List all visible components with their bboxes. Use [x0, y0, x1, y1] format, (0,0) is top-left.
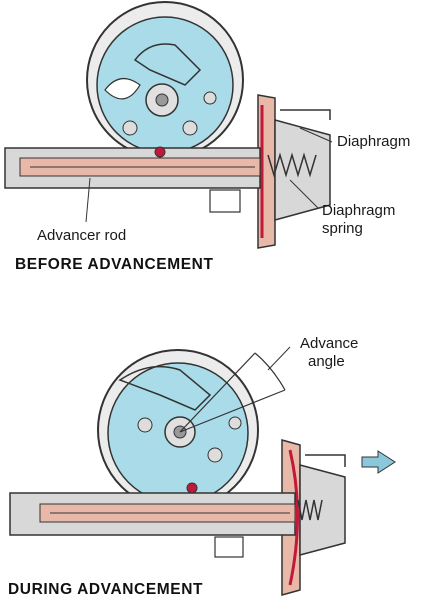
diaphragm-spring [297, 499, 323, 521]
contact-arm [118, 365, 212, 411]
cam-center [155, 93, 169, 107]
diaphragm [288, 449, 299, 586]
screw [182, 120, 198, 136]
advance-angle-leader [267, 346, 291, 371]
pull-direction-arrow-icon [361, 450, 396, 474]
advance-angle-line-a [179, 352, 256, 433]
before-advancement-caption: BEFORE ADVANCEMENT [15, 256, 214, 273]
advance-angle-line-b [179, 389, 286, 433]
advance-angle-label-line2: angle [308, 353, 345, 370]
vacuum-chamber [299, 464, 346, 556]
screw [203, 91, 217, 105]
distributor-during-diagram [9, 346, 396, 596]
during-advancement-caption: DURING ADVANCEMENT [8, 581, 204, 598]
plate-cutout [104, 78, 141, 100]
diaphragm-leader [299, 127, 333, 143]
vacuum-port [280, 109, 331, 120]
during-advancement-panel: Advance angle DURING ADVANCEMENT [0, 305, 435, 610]
advance-angle-arc [254, 352, 286, 391]
rod-pin [186, 482, 198, 494]
diaphragm-label: Diaphragm [337, 133, 411, 150]
vacuum-chamber [274, 119, 331, 221]
screw [207, 447, 223, 463]
diaphragm-spring [267, 152, 317, 178]
advance-angle-label-line1: Advance [300, 335, 359, 352]
contact-arm [133, 43, 202, 86]
diaphragm-spring-leader [289, 179, 319, 209]
bracket [214, 536, 244, 558]
diaphragm-spring-label-line1: Diaphragm [322, 202, 396, 219]
before-advancement-panel: Diaphragm Diaphragm spring Advancer rod … [0, 0, 435, 300]
screw [228, 416, 242, 430]
rod-pin [154, 146, 166, 158]
distributor-before-diagram [4, 1, 333, 249]
screw [122, 120, 138, 136]
vacuum-port [305, 454, 346, 467]
diaphragm-spring-label-line2: spring [322, 220, 363, 237]
advancer-rod-label: Advancer rod [37, 227, 127, 244]
screw [137, 417, 153, 433]
bracket [209, 189, 241, 213]
advancer-rod-leader [85, 177, 91, 223]
